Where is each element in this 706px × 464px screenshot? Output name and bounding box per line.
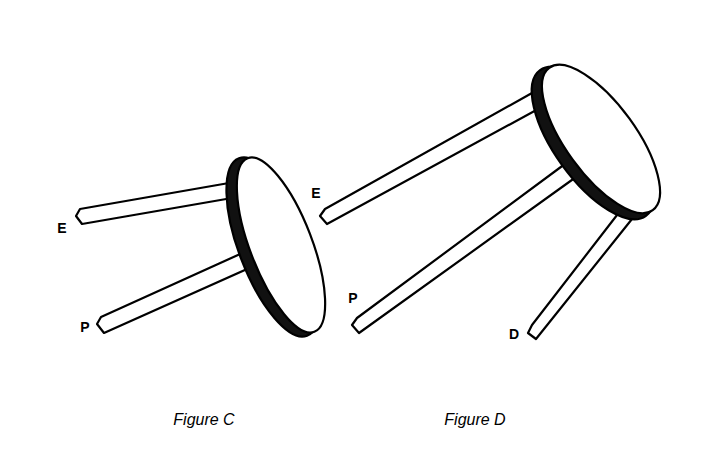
stool-leg	[76, 183, 232, 224]
part-letter: P	[80, 320, 89, 334]
part-letter: E	[311, 186, 320, 200]
stool-leg	[528, 206, 636, 339]
stool-leg	[320, 93, 540, 224]
figure-caption: Figure D	[444, 412, 505, 428]
part-letter: P	[348, 291, 357, 305]
stool-seat	[219, 147, 344, 343]
figure-caption: Figure C	[173, 412, 234, 428]
stool-leg	[97, 250, 256, 333]
part-letter: D	[509, 327, 519, 341]
part-letter: E	[57, 221, 66, 235]
stool-seat	[521, 47, 681, 231]
